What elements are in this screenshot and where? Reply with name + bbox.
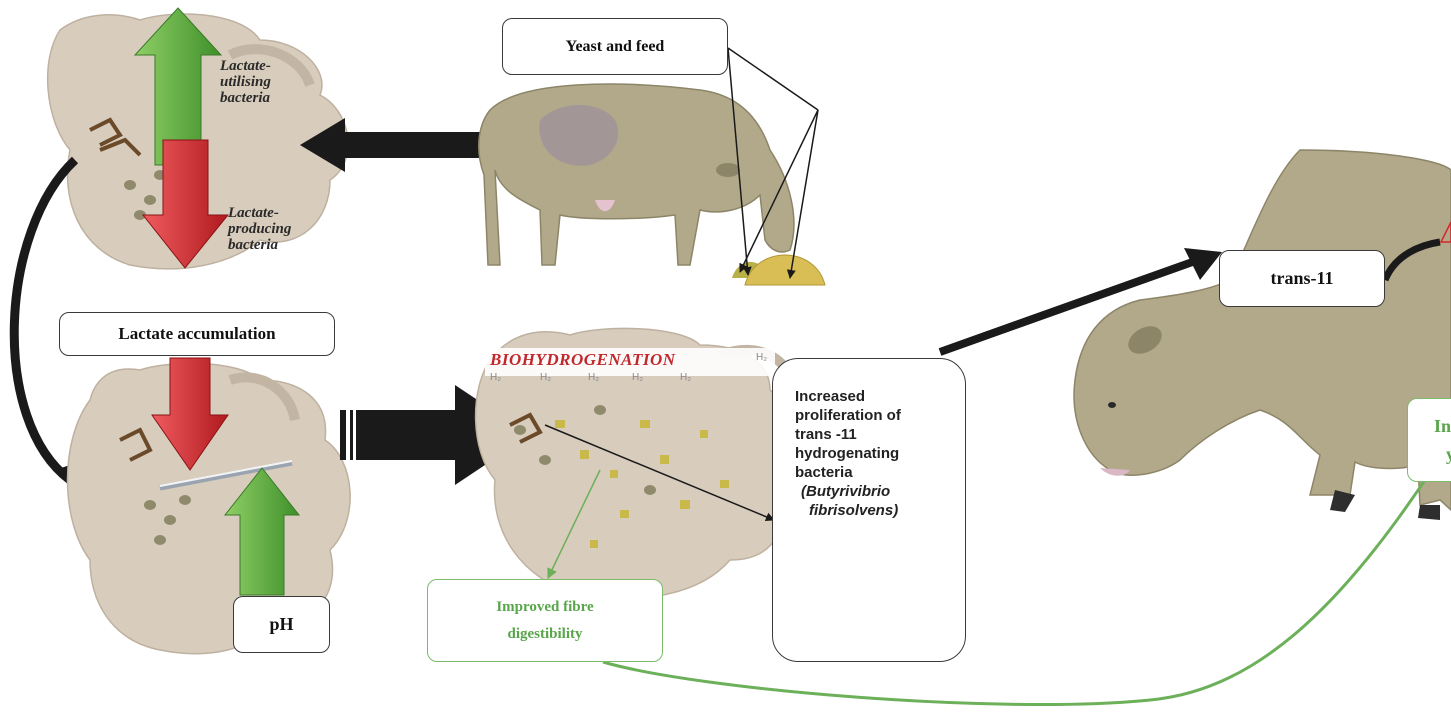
improved-yield-box-partial: In y [1407,398,1451,482]
lactate-producing-line: producing [228,221,291,237]
proliferation-line: (Butyrivibrio [795,482,965,501]
ph-box: pH [233,596,330,653]
improved-fibre-line: Improved fibre [496,594,593,621]
lactate-utilising-label: Lactate- utilising bacteria [220,58,271,106]
arrow-to-feed-left-2 [728,48,818,110]
biohydrogenation-label: BIOHYDROGENATION [490,350,676,370]
feed-pile-right [745,255,825,285]
lactate-utilising-line: Lactate- [220,58,271,74]
lactate-utilising-line: utilising [220,74,271,90]
arrow-striped-tail-2 [350,410,353,460]
h2-label: H₂ [490,372,501,383]
arrow-to-feed-right [790,110,818,278]
lactate-accumulation-box: Lactate accumulation [59,312,335,356]
proliferation-line: Increased [795,387,965,406]
lactate-producing-label: Lactate- producing bacteria [228,205,291,253]
h2-label: H₂ [540,372,551,383]
proliferation-line: trans -11 [795,425,965,444]
yeast-and-feed-label: Yeast and feed [566,38,665,56]
yeast-and-feed-box: Yeast and feed [502,18,728,75]
lactate-producing-line: Lactate- [228,205,291,221]
proliferation-line: hydrogenating [795,444,965,463]
lactate-utilising-line: bacteria [220,90,271,106]
proliferation-line: proliferation of [795,406,965,425]
improved-yield-line: y [1434,440,1451,468]
arrow-striped-tail-1 [340,410,346,460]
h2-label: H₂ [632,372,643,383]
trans11-label: trans-11 [1271,268,1334,289]
improved-fibre-line: digestibility [507,621,582,648]
lactate-producing-line: bacteria [228,237,291,253]
proliferation-line: fibrisolvens) [795,501,965,520]
h2-label: H₂ [588,372,599,383]
ph-label: pH [269,614,293,635]
trans11-box: trans-11 [1219,250,1385,307]
improved-fibre-box: Improved fibre digestibility [427,579,663,662]
improved-yield-line: In [1434,412,1451,440]
cow-right-illustration [1074,150,1451,520]
lactate-accumulation-label: Lactate accumulation [118,324,275,344]
cow-eating-illustration [479,84,794,265]
proliferation-line: bacteria [795,463,965,482]
proliferation-box: Increased proliferation of trans -11 hyd… [772,358,966,662]
h2-label: H₂ [756,352,767,363]
h2-label: H₂ [680,372,691,383]
